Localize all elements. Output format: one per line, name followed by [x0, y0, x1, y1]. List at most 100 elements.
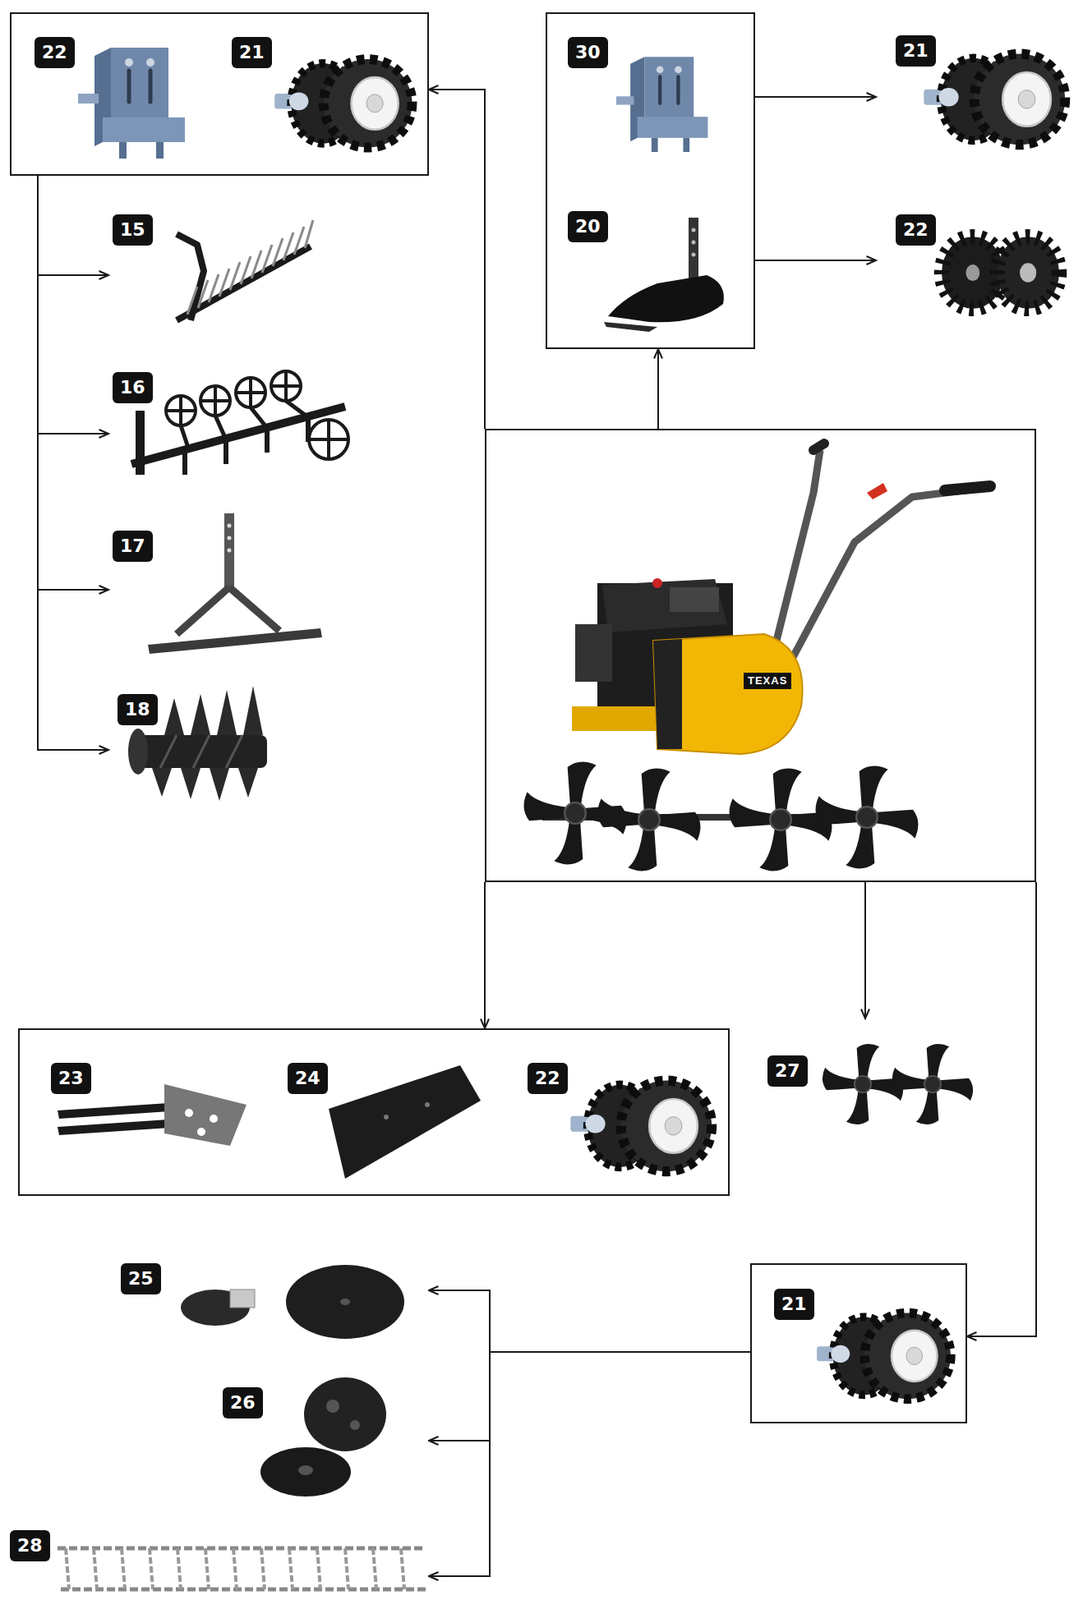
callout-number: 20 [567, 211, 609, 243]
callout-number: 22 [895, 214, 936, 246]
accessory-item: 22 [875, 205, 1079, 329]
tiller-machine-picture [792, 487, 991, 658]
cultivator-picture [131, 371, 349, 475]
plough-picture [691, 253, 696, 258]
weight-picture [260, 1447, 351, 1498]
connector-arrow [37, 175, 109, 434]
plough-picture [603, 322, 658, 332]
cultivator-picture [184, 417, 309, 475]
rake-picture [176, 246, 311, 321]
connector-arrow [37, 175, 109, 276]
tiller-machine-picture [944, 486, 991, 491]
accessory-item: 25 [115, 1253, 429, 1351]
weight-picture [350, 1420, 360, 1431]
wheel-picture [570, 1081, 712, 1173]
tine-picture [57, 1119, 183, 1136]
ridger-picture [227, 524, 232, 529]
callout-number: 21 [895, 35, 936, 67]
ridger-picture [227, 536, 232, 541]
tiller-machine-picture [669, 587, 719, 613]
tiller-machine-picture [813, 443, 825, 451]
tine-picture [197, 1128, 206, 1137]
connector-arrow [755, 96, 876, 98]
cultivator-picture [131, 406, 346, 465]
blade-picture [328, 1065, 481, 1180]
cultivator-picture [165, 371, 349, 460]
hitch-picture [78, 47, 185, 159]
spiked-wheel-picture [941, 236, 1060, 309]
accessory-item: 21 [875, 32, 1077, 157]
chain-picture [57, 1548, 427, 1590]
accessory-item: 16 [108, 367, 355, 491]
plough-picture [691, 228, 696, 233]
tine-picture [184, 1109, 194, 1118]
callout-number: 23 [50, 1063, 92, 1095]
connector-arrow [967, 882, 1037, 1337]
connector-arrow [428, 1352, 751, 1577]
callout-number: 24 [287, 1063, 328, 1095]
hitch-picture [616, 56, 708, 153]
connector-arrow [428, 1352, 751, 1442]
weight-picture [260, 1377, 387, 1498]
cultivator-picture [165, 371, 349, 460]
callout-number: 21 [774, 1289, 815, 1321]
ridger-picture [147, 628, 323, 655]
weight-picture [326, 1400, 340, 1414]
ridger-picture [227, 548, 232, 554]
callout-number: 18 [117, 694, 158, 726]
accessory-group-box: 23 24 22 [18, 1028, 730, 1197]
spiral-tiller-picture [128, 728, 148, 775]
plough-picture [603, 217, 724, 332]
wheel-picture [923, 54, 1065, 146]
callout-number: 21 [231, 36, 272, 69]
blade-picture [328, 1065, 481, 1180]
connector-arrow [657, 349, 660, 429]
spiked-wheel-picture [941, 236, 1060, 309]
spiral-tiller-picture [152, 768, 259, 802]
spiral-tiller-picture [164, 686, 263, 736]
chain-picture [57, 1548, 427, 1590]
accessory-item: 28 [6, 1528, 429, 1596]
chain-picture [65, 1548, 405, 1590]
tiller-machine-picture [653, 634, 803, 755]
tiller-machine-picture [602, 579, 728, 633]
blade-picture [383, 1115, 389, 1120]
callout-number: 30 [567, 36, 609, 69]
tiller-tines-picture [822, 1044, 904, 1125]
callout-number: 22 [527, 1063, 568, 1095]
tine-picture [209, 1115, 218, 1124]
disc-picture [180, 1265, 405, 1340]
rake-picture [187, 220, 314, 315]
wheel-picture [570, 1081, 712, 1173]
brand-label: TEXAS [743, 672, 792, 690]
tiller-machine-picture [524, 443, 991, 872]
accessory-group-box: 30 20 [545, 12, 756, 350]
ridger-picture [224, 513, 235, 592]
connector-arrow [428, 89, 485, 429]
blade-picture [424, 1102, 430, 1108]
connector-arrow [37, 175, 109, 751]
accessory-item: 27 [764, 1018, 980, 1147]
plough-picture [688, 217, 699, 284]
callout-number: 16 [112, 372, 153, 404]
tiller-machine-picture [729, 769, 833, 872]
callout-number: 15 [112, 214, 153, 246]
weight-picture [298, 1465, 314, 1476]
connector-arrow [755, 259, 876, 262]
tiller-machine-picture [653, 639, 683, 750]
connector-arrow [864, 882, 867, 1019]
tiller-machine-picture [815, 766, 919, 870]
tiller-tines-picture [892, 1044, 973, 1125]
tiller-machine-picture [652, 578, 663, 589]
accessory-item: 15 [108, 209, 324, 329]
tiller-machine-picture [575, 624, 613, 683]
disc-picture [340, 1299, 351, 1306]
accessory-item: 17 [108, 510, 331, 663]
connector-arrow [37, 175, 109, 590]
wheel-picture [816, 1313, 951, 1400]
tine-picture [57, 1102, 183, 1120]
callout-number: 17 [112, 530, 153, 563]
wheel-picture [274, 59, 412, 148]
callout-number: 28 [9, 1530, 51, 1563]
